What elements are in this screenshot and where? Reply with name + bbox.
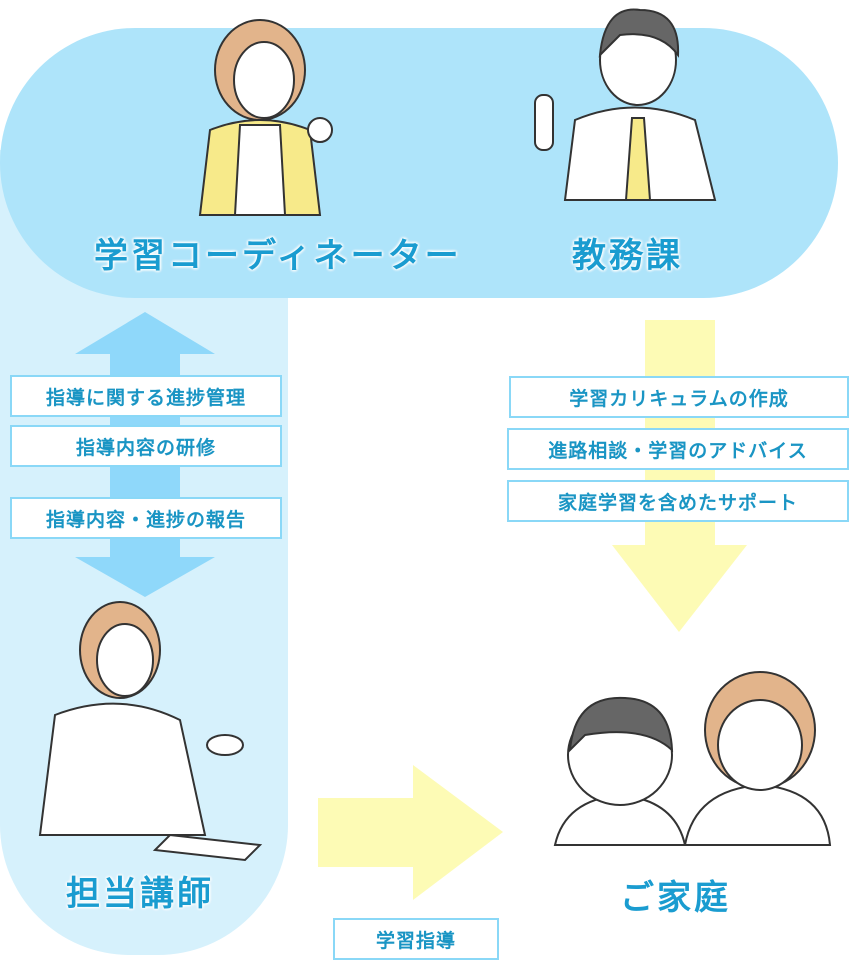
- label-progress-management: 指導に関する進捗管理: [10, 375, 282, 417]
- coordinator-illustration: [198, 19, 333, 216]
- right-arrow-yellow: [318, 765, 503, 900]
- label-report: 指導内容・進捗の報告: [10, 497, 282, 539]
- family-title: ご家庭: [620, 878, 731, 918]
- down-arrow-yellow: [612, 320, 747, 632]
- tutor-title: 担当講師: [66, 874, 214, 914]
- family-illustration: [553, 671, 832, 846]
- label-advice: 進路相談・学習のアドバイス: [507, 428, 849, 470]
- academic-affairs-title: 教務課: [572, 236, 683, 276]
- label-instruction: 学習指導: [333, 918, 499, 960]
- academic-affairs-illustration: [534, 8, 717, 201]
- label-support: 家庭学習を含めたサポート: [507, 480, 849, 522]
- tutor-illustration: [38, 601, 263, 862]
- coordinator-title: 学習コーディネーター: [94, 236, 462, 276]
- label-training: 指導内容の研修: [10, 425, 282, 467]
- label-curriculum: 学習カリキュラムの作成: [509, 376, 849, 418]
